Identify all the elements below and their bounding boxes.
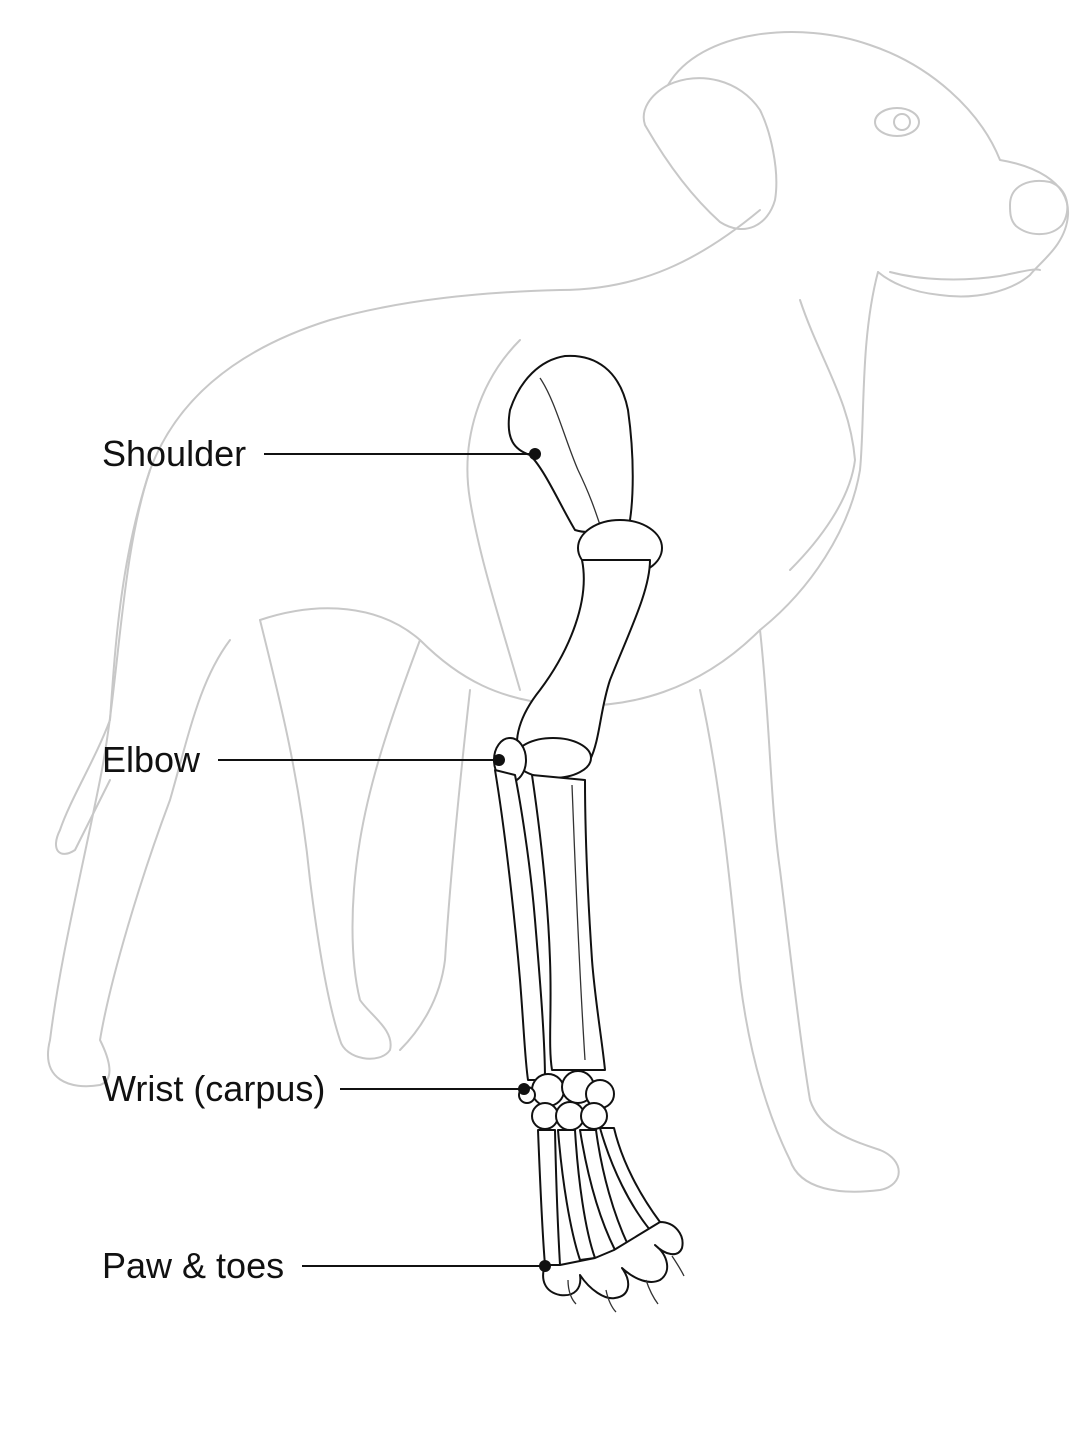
dog-mouth-outline: [889, 268, 1041, 281]
dog-pupil-outline: [893, 113, 911, 131]
dog-ear-outline: [642, 77, 778, 231]
dog-hind-leg-outline: [47, 469, 231, 1088]
paw-toes-bone: [542, 1221, 684, 1300]
dog-shoulder-contour-outline: [466, 339, 521, 691]
dog-hind-leg-near-outline: [259, 619, 421, 1060]
label-paw-text: Paw & toes: [102, 1245, 284, 1286]
leader-dot-paw: [539, 1260, 551, 1272]
carpal-bone-5: [555, 1101, 585, 1131]
carpal-bone-4: [531, 1102, 559, 1130]
dog-near-foreleg-outline: [699, 629, 900, 1193]
leader-dot-wrist: [518, 1083, 530, 1095]
metacarpal-bone-1: [537, 1129, 561, 1266]
dog-far-foreleg-outline: [399, 689, 471, 1051]
dog-nose-outline: [1009, 180, 1069, 236]
leader-dot-shoulder: [529, 448, 541, 460]
label-paw: Paw & toes: [102, 1245, 551, 1286]
label-shoulder: Shoulder: [102, 433, 541, 474]
scapula-bone: [507, 354, 634, 533]
label-elbow: Elbow: [102, 739, 505, 780]
claw-2: [605, 1289, 617, 1313]
claw-3: [645, 1279, 659, 1305]
leader-dot-elbow: [493, 754, 505, 766]
carpal-bone-6: [580, 1102, 608, 1130]
claw-1: [567, 1279, 577, 1305]
label-elbow-text: Elbow: [102, 739, 201, 780]
scapula-spine: [539, 377, 601, 526]
label-shoulder-text: Shoulder: [102, 433, 246, 474]
radius-ridge: [571, 784, 586, 1061]
label-wrist-text: Wrist (carpus): [102, 1068, 325, 1109]
dog-chest-fur-outline: [789, 299, 856, 571]
carpal-bone-1: [531, 1073, 565, 1107]
dog-belly-outline: [259, 607, 761, 707]
label-wrist: Wrist (carpus): [102, 1068, 530, 1109]
claw-4: [671, 1255, 685, 1277]
dog-chest-outline: [759, 271, 879, 631]
dog-head-outline: [667, 31, 1070, 298]
dog-body-outline: [47, 31, 1070, 1193]
radius-bone: [531, 774, 606, 1071]
foreleg-skeleton: [493, 354, 685, 1313]
dog-eye-outline: [874, 107, 920, 137]
